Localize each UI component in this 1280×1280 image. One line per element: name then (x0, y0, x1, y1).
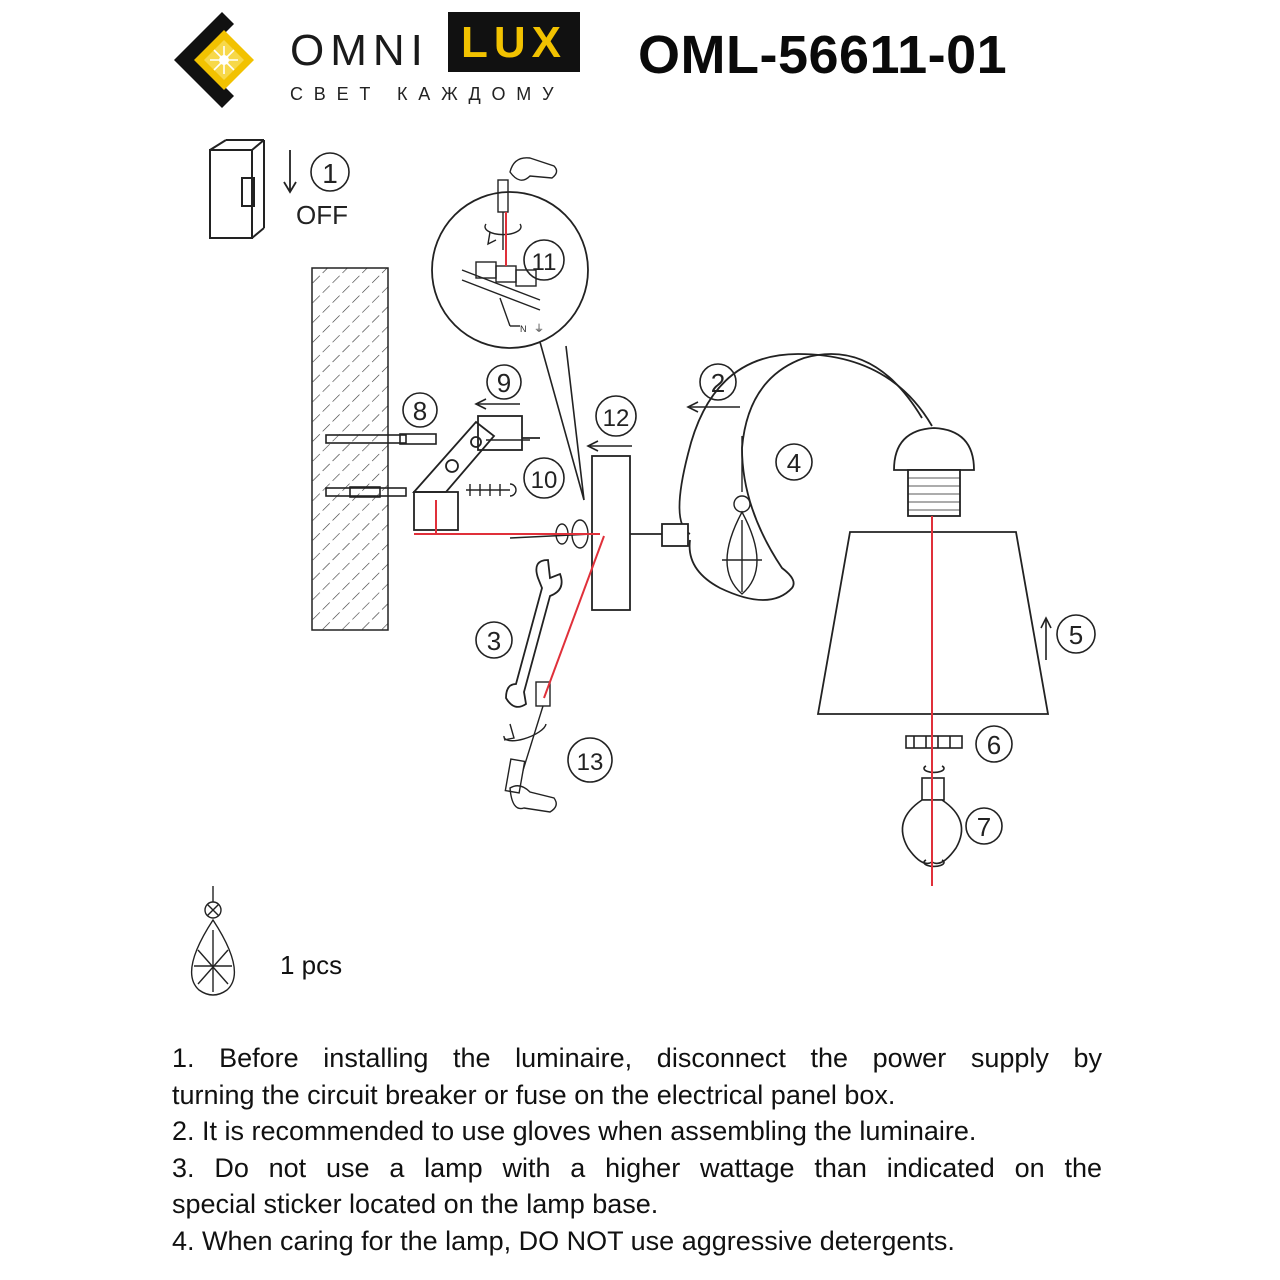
svg-text:8: 8 (413, 396, 427, 426)
svg-text:13: 13 (577, 749, 604, 776)
step-3-marker: 3 (475, 621, 513, 659)
step-9-marker: 9 (486, 364, 522, 400)
step-13-marker: 13 (567, 737, 613, 783)
instruction-line: 4. When caring for the lamp, DO NOT use … (172, 1225, 955, 1256)
wrench-icon (505, 559, 563, 708)
instruction-line: special sticker located on the lamp base… (172, 1189, 659, 1219)
step-1-number: 1 (322, 158, 338, 189)
svg-text:9: 9 (497, 368, 511, 398)
wall-switch-icon (209, 139, 265, 239)
arrow-left-icon (474, 398, 740, 452)
instruction-line: turning the circuit breaker or fuse on t… (172, 1079, 896, 1110)
step-7-marker: 7 (965, 807, 1003, 845)
svg-text:6: 6 (987, 730, 1001, 760)
lamp-arm (630, 353, 933, 601)
step-5-marker: 5 (1056, 614, 1096, 654)
crystal-pendant-icon (722, 436, 762, 595)
arrow-up-icon (1040, 616, 1052, 660)
hand-icon (509, 157, 558, 181)
instruction-line: 3. Do not use a lamp with a higher watta… (172, 1152, 1102, 1183)
crystal-pendant-icon (190, 886, 236, 996)
arrow-down-icon (283, 150, 297, 194)
wire-label-earth: ⏚ (534, 323, 544, 335)
svg-text:3: 3 (487, 626, 501, 656)
brand-name-omni: OMNI (290, 26, 429, 75)
svg-text:5: 5 (1069, 620, 1083, 650)
step-2-marker: 2 (699, 363, 737, 401)
step-1-marker: 1 (310, 152, 350, 192)
off-label: OFF (296, 200, 348, 230)
step-8-marker: 8 (402, 392, 438, 428)
brand-tagline: СВЕТ КАЖДОМУ (290, 84, 565, 104)
model-number: OML-56611-01 (638, 25, 1008, 85)
terminal-block-icon (461, 261, 541, 327)
mounting-bracket (412, 415, 540, 531)
step-12-marker: 12 (595, 395, 637, 437)
wiring-detail-callout: N ⏚ 11 (431, 179, 589, 501)
svg-text:10: 10 (531, 467, 558, 494)
wall-anchors (325, 433, 437, 498)
svg-text:12: 12 (603, 405, 630, 432)
screwdriver-icon (503, 681, 557, 813)
brand-logo: OMNI LUX СВЕТ КАЖДОМУ (164, 10, 594, 110)
instruction-line: 1. Before installing the luminaire, disc… (172, 1043, 1102, 1073)
svg-text:4: 4 (787, 448, 801, 478)
accessory-quantity: 1 pcs (280, 950, 343, 980)
wire-label-neutral: N (520, 324, 527, 334)
omnilux-logo-icon (174, 12, 254, 108)
wall-section (311, 267, 389, 631)
step-10-marker: 10 (523, 457, 565, 499)
instruction-line: 2. It is recommended to use gloves when … (172, 1116, 977, 1146)
step-6-marker: 6 (975, 725, 1013, 763)
safety-instructions: 1. Before installing the luminaire, disc… (172, 1040, 1102, 1259)
brand-name-lux: LUX (461, 18, 567, 67)
lamp-socket (893, 427, 975, 517)
svg-text:2: 2 (711, 368, 725, 398)
bracket-screws (466, 439, 530, 497)
shade-ring (905, 735, 963, 749)
step-11-number: 11 (532, 249, 557, 276)
step-4-marker: 4 (775, 443, 813, 481)
svg-text:7: 7 (977, 812, 991, 842)
screwdriver-icon (484, 179, 522, 250)
alignment-lines (414, 500, 933, 886)
brand-name-lux-box: LUX (448, 12, 580, 72)
assembly-diagram: 1 OFF 8 9 10 (209, 139, 1096, 886)
